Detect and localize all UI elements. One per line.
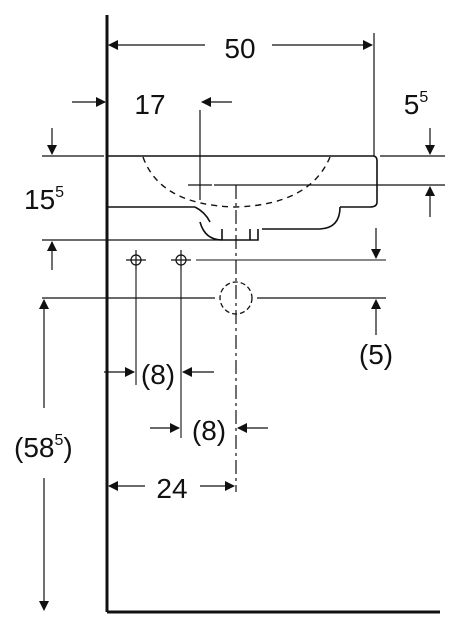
label-rim-depth: 55	[404, 89, 429, 120]
tap-centerline	[188, 110, 212, 200]
label-rim-depth-sup: 5	[419, 89, 428, 106]
label-drain-offset: 24	[156, 473, 187, 504]
label-mount-height-base: (58	[14, 432, 54, 463]
dimension-rim-depth	[214, 128, 445, 217]
label-pipe-drop: (5)	[359, 339, 393, 370]
label-bowl-height-base: 15	[24, 184, 55, 215]
inlet-right	[171, 250, 191, 270]
label-mount-height-sup: 5	[54, 432, 63, 449]
inlet-extension-lines	[135, 259, 386, 438]
label-bowl-height-sup: 5	[55, 184, 64, 201]
inlet-left	[126, 250, 146, 270]
label-left-inlet: (8)	[141, 359, 175, 390]
dimension-width	[108, 33, 375, 156]
label-mount-height-close: )	[63, 432, 72, 463]
label-width: 50	[224, 33, 255, 64]
basin-outline	[108, 155, 378, 241]
bowl-hidden-line	[142, 156, 331, 208]
label-tap-offset: 17	[134, 89, 165, 120]
dimension-bowl-height	[42, 128, 222, 270]
drain-outlet	[42, 281, 386, 315]
label-mount-height: (585)	[14, 432, 73, 463]
label-rim-depth-base: 5	[404, 89, 420, 120]
label-right-inlet: (8)	[192, 415, 226, 446]
label-bowl-height: 155	[24, 184, 64, 215]
